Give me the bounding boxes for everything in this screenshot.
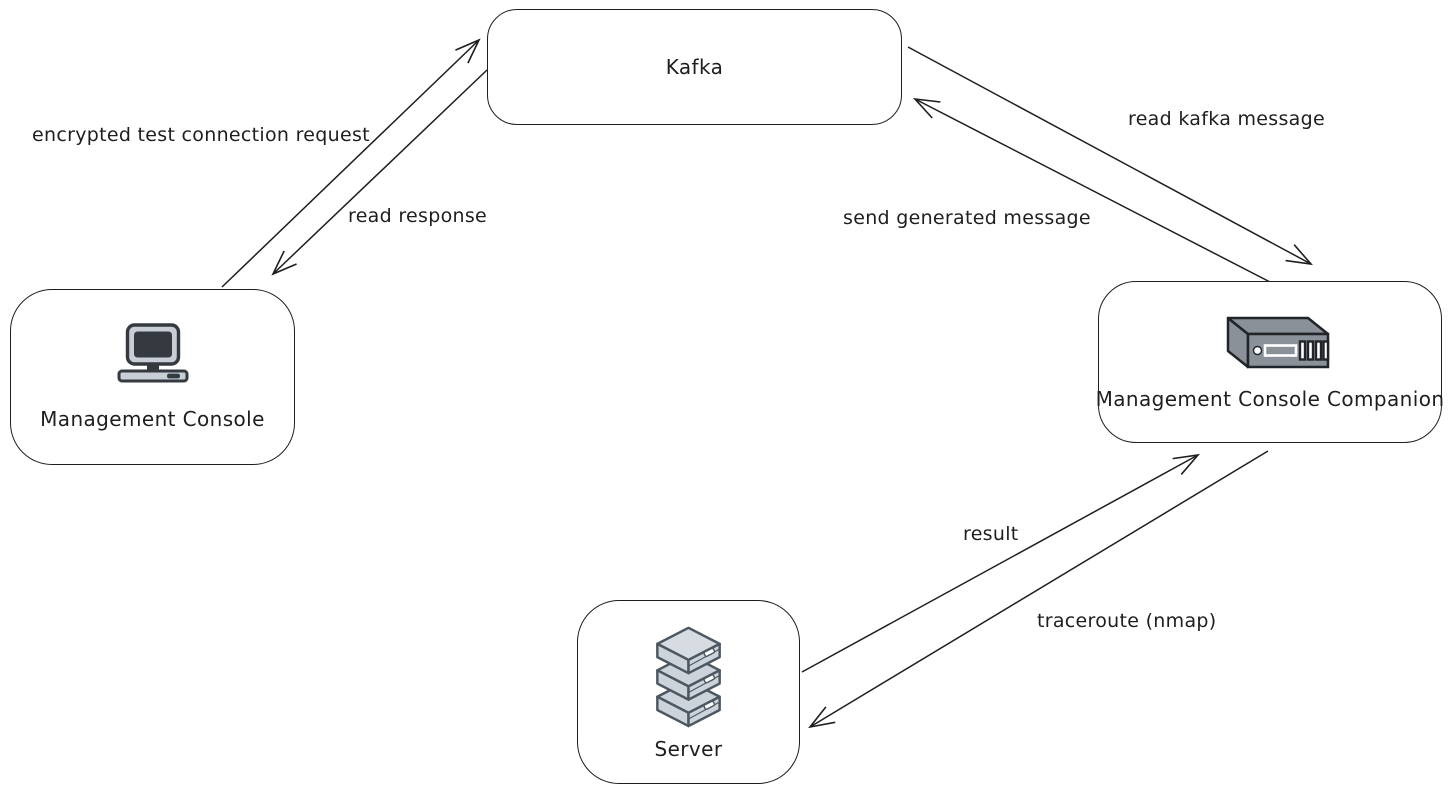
edge-read-response-line [271, 69, 488, 276]
edge-label-encrypted-test-connection-request: encrypted test connection request [32, 124, 370, 146]
edge-read-response [271, 69, 488, 276]
edge-send-generated-message-line [912, 97, 1271, 283]
edge-label-send-generated-message: send generated message [843, 207, 1091, 229]
edge-encrypted-test-connection-request [221, 38, 481, 288]
node-management-console: Management Console [10, 289, 295, 465]
edge-traceroute-nmap [808, 450, 1269, 729]
edge-read-kafka-message [907, 46, 1314, 266]
node-management-console-label: Management Console [40, 407, 265, 431]
node-kafka: Kafka [487, 9, 902, 125]
node-management-console-companion: Management Console Companion [1095, 281, 1445, 443]
rack-server-icon [1226, 316, 1330, 368]
edge-encrypted-test-connection-request-line [221, 38, 481, 288]
node-server-label: Server [654, 737, 723, 761]
edge-read-kafka-message-line [907, 46, 1314, 266]
edge-result [801, 453, 1200, 673]
desktop-computer-icon [117, 323, 188, 383]
edge-result-line [801, 453, 1200, 673]
edge-label-read-kafka-message: read kafka message [1128, 108, 1325, 130]
edge-traceroute-nmap-line [808, 450, 1269, 729]
node-management-console-companion-label: Management Console Companion [1095, 386, 1445, 411]
node-server: Server [577, 600, 800, 784]
edge-label-traceroute-nmap: traceroute (nmap) [1037, 610, 1217, 632]
edge-label-result: result [963, 523, 1019, 545]
node-kafka-label: Kafka [665, 55, 724, 79]
edge-label-read-response: read response [348, 205, 488, 227]
server-stack-icon [656, 626, 721, 728]
edge-send-generated-message [912, 97, 1271, 283]
